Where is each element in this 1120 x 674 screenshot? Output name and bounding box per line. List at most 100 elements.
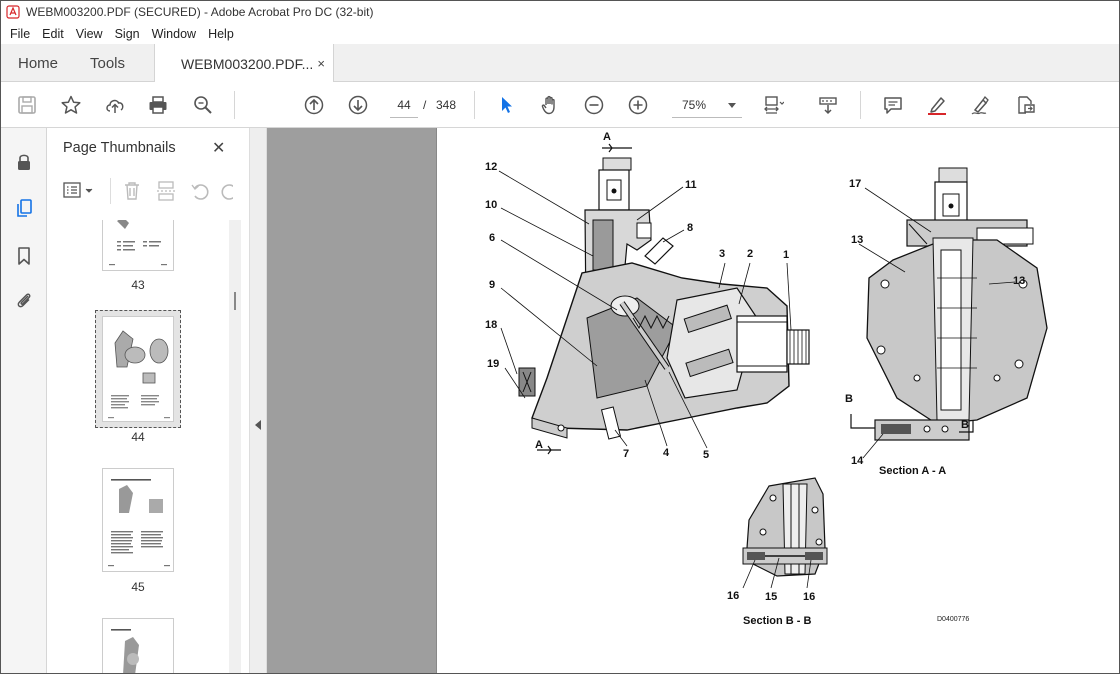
thumbnail-label-45: 45 (131, 580, 145, 594)
menu-edit[interactable]: Edit (42, 27, 64, 41)
callout-15: 15 (765, 591, 777, 603)
callout-7: 7 (623, 448, 629, 460)
toolbar-divider (234, 91, 235, 119)
callout-9: 9 (489, 279, 495, 291)
paperclip-icon[interactable] (12, 288, 36, 312)
thumbnail-label-44: 44 (131, 430, 145, 444)
tab-document[interactable]: WEBM003200.PDF... × (154, 44, 334, 83)
rotate-right-icon[interactable] (219, 180, 233, 202)
callout-1: 1 (783, 249, 789, 261)
bookmark-icon[interactable] (12, 244, 36, 268)
scroll-mode-icon[interactable] (815, 92, 841, 118)
callout-14: 14 (851, 455, 864, 467)
lock-icon[interactable] (12, 150, 36, 174)
tab-bar: Home Tools WEBM003200.PDF... × (0, 44, 1120, 83)
acrobat-logo-icon (6, 5, 20, 19)
callout-18: 18 (485, 319, 497, 331)
comment-icon[interactable] (880, 92, 906, 118)
tab-close-icon[interactable]: × (317, 56, 325, 71)
select-arrow-icon[interactable] (493, 92, 519, 118)
caption-section-bb: Section B - B (743, 615, 812, 627)
drawing-code: D0400776 (937, 616, 969, 623)
page-total: 348 (436, 98, 457, 112)
callout-6: 6 (489, 232, 495, 244)
toolbar-divider (110, 178, 111, 204)
thumbnail-page-45[interactable] (102, 468, 174, 572)
tab-tools[interactable]: Tools (90, 54, 126, 72)
page-up-icon[interactable] (301, 92, 327, 118)
copy-pages-icon[interactable] (12, 196, 36, 220)
hand-icon[interactable] (537, 92, 563, 118)
fit-page-icon[interactable] (760, 92, 786, 118)
print-icon[interactable] (145, 92, 171, 118)
callout-2: 2 (747, 248, 753, 260)
thumbnail-list: 43 44 (47, 220, 229, 674)
callout-16-left: 16 (727, 590, 739, 602)
callout-12: 12 (485, 161, 497, 173)
menu-file[interactable]: File (10, 27, 31, 41)
section-bb-view (742, 477, 828, 577)
callout-b-left: B (845, 393, 853, 405)
callout-16-right: 16 (803, 591, 815, 603)
thumbnail-scrollbar[interactable] (229, 220, 241, 674)
menu-view[interactable]: View (75, 27, 103, 41)
panel-title: Page Thumbnails (63, 140, 176, 156)
toolbar-divider (860, 91, 861, 119)
callout-3: 3 (719, 248, 725, 260)
window-title: WEBM003200.PDF (SECURED) - Adobe Acrobat… (26, 5, 374, 19)
scrollbar-thumb[interactable] (234, 292, 236, 310)
export-icon[interactable] (1012, 92, 1038, 118)
zoom-search-icon[interactable] (190, 92, 216, 118)
callout-19: 19 (487, 358, 499, 370)
callout-13-right: 13 (1013, 275, 1025, 287)
tab-document-label: WEBM003200.PDF... (181, 55, 314, 72)
highlight-icon[interactable] (924, 92, 950, 118)
sign-icon[interactable] (968, 92, 994, 118)
rotate-left-icon[interactable] (189, 180, 211, 202)
main-toolbar: 44 / 348 75% (0, 82, 1120, 128)
callout-17: 17 (849, 178, 861, 190)
page-number-input[interactable]: 44 (390, 92, 418, 118)
section-cut-marks-a (537, 143, 632, 455)
page-down-icon[interactable] (345, 92, 371, 118)
upload-icon[interactable] (102, 92, 128, 118)
section-aa-view (850, 167, 1048, 441)
chevron-down-icon (728, 103, 736, 108)
main-cutaway-view (518, 157, 810, 440)
tab-home[interactable]: Home (18, 54, 59, 72)
menu-bar: File Edit View Sign Window Help (0, 24, 1120, 44)
callout-leaders (498, 170, 1016, 589)
menu-sign[interactable]: Sign (114, 27, 140, 41)
zoom-level-select[interactable]: 75% (672, 92, 742, 118)
callout-13-left: 13 (851, 234, 863, 246)
thumbnail-options-icon[interactable] (63, 180, 99, 202)
zoom-in-icon[interactable] (625, 92, 651, 118)
star-icon[interactable] (58, 92, 84, 118)
thumbnails-panel: Page Thumbnails ✕ (47, 128, 249, 674)
thumbnail-label-43: 43 (131, 278, 145, 292)
callout-11: 11 (685, 179, 697, 191)
close-icon[interactable]: ✕ (212, 140, 226, 157)
menu-help[interactable]: Help (208, 27, 234, 41)
save-icon[interactable] (14, 92, 40, 118)
callout-10: 10 (485, 199, 497, 211)
title-bar: WEBM003200.PDF (SECURED) - Adobe Acrobat… (0, 0, 1120, 24)
delete-icon[interactable] (121, 180, 143, 202)
menu-window[interactable]: Window (151, 27, 197, 41)
panel-splitter[interactable] (249, 128, 267, 674)
callout-b-right: B (961, 419, 969, 431)
toolbar-divider (474, 91, 475, 119)
callout-a-bottom: A (535, 439, 543, 451)
thumbnail-page-43[interactable] (102, 220, 174, 271)
thumbnail-toolbar (47, 172, 249, 208)
insert-page-icon[interactable] (155, 180, 177, 202)
pdf-page: A 12 11 10 8 6 3 2 1 9 18 19 A 7 4 5 17 … (436, 128, 1120, 674)
zoom-level-value: 75% (682, 98, 707, 112)
collapse-panel-icon[interactable] (255, 420, 261, 430)
page-separator: / (423, 98, 427, 112)
callout-8: 8 (687, 222, 693, 234)
thumbnail-page-44[interactable] (102, 316, 174, 422)
thumbnail-page-46[interactable] (102, 618, 174, 674)
document-canvas[interactable]: A 12 11 10 8 6 3 2 1 9 18 19 A 7 4 5 17 … (267, 128, 1120, 674)
zoom-out-icon[interactable] (581, 92, 607, 118)
